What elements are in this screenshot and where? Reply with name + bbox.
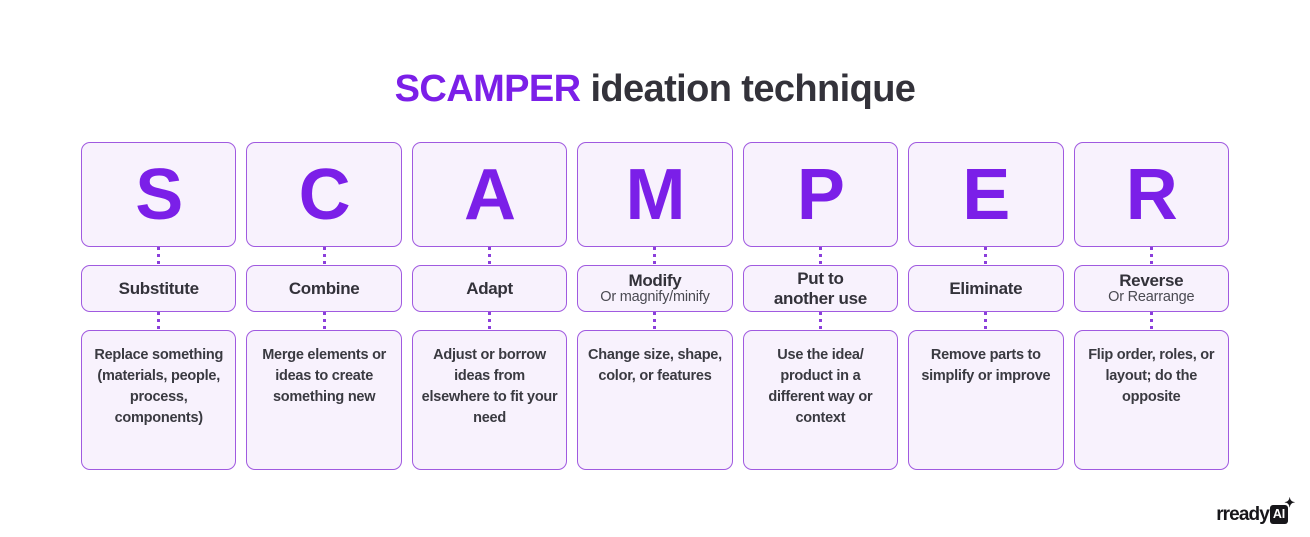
description-card-s[interactable]: Replace something (materials, people, pr… <box>81 330 237 470</box>
label-subtext: Or magnify/minify <box>600 289 710 306</box>
letter-glyph: A <box>464 154 516 235</box>
letter-card-s[interactable]: S <box>81 142 237 247</box>
connector-dotted-icon <box>1074 247 1229 265</box>
label-text: Reverse <box>1119 271 1184 291</box>
scamper-column-r: R Reverse Or Rearrange Flip order, roles… <box>1073 142 1229 470</box>
label-card-p[interactable]: Put to another use <box>742 265 899 312</box>
connector-dotted-icon <box>412 312 567 330</box>
connector-dotted-icon <box>908 312 1063 330</box>
letter-card-p[interactable]: P <box>742 142 899 247</box>
scamper-column-p: P Put to another use Use the idea/ produ… <box>742 142 899 470</box>
label-text: Combine <box>288 278 360 298</box>
label-card-c[interactable]: Combine <box>246 265 402 312</box>
description-card-p[interactable]: Use the idea/ product in a different way… <box>742 330 899 470</box>
connector-dotted-icon <box>1074 312 1229 330</box>
letter-card-m[interactable]: M <box>577 142 733 247</box>
page-title: SCAMPER ideation technique <box>0 70 1310 108</box>
connector-dotted-icon <box>743 312 898 330</box>
logo-ai-text: AI <box>1272 507 1285 521</box>
scamper-column-c: C Combine Merge elements or ideas to cre… <box>246 142 402 470</box>
letter-glyph: R <box>1125 154 1178 235</box>
description-card-a[interactable]: Adjust or borrow ideas from elsewhere to… <box>411 330 568 470</box>
connector-dotted-icon <box>908 247 1063 265</box>
letter-glyph: C <box>298 154 351 235</box>
scamper-column-s: S Substitute Replace something (material… <box>81 142 237 470</box>
letter-glyph: P <box>796 154 845 235</box>
description-card-c[interactable]: Merge elements or ideas to create someth… <box>246 330 402 470</box>
letter-glyph: E <box>962 154 1010 235</box>
description-card-r[interactable]: Flip order, roles, or layout; do the opp… <box>1073 330 1229 470</box>
connector-dotted-icon <box>743 247 898 265</box>
label-text: Put to another use <box>773 269 867 308</box>
scamper-columns: S Substitute Replace something (material… <box>81 142 1229 470</box>
scamper-column-e: E Eliminate Remove parts to simplify or … <box>908 142 1064 470</box>
letter-glyph: S <box>135 154 183 235</box>
connector-dotted-icon <box>577 312 732 330</box>
label-text: Substitute <box>118 278 199 298</box>
label-card-m[interactable]: Modify Or magnify/minify <box>577 265 733 312</box>
label-text: Eliminate <box>949 278 1023 298</box>
logo-ai-badge: AI ✦ <box>1269 496 1295 524</box>
logo-wordmark: rready <box>1216 504 1270 525</box>
letter-card-c[interactable]: C <box>246 142 402 247</box>
connector-dotted-icon <box>577 247 732 265</box>
description-card-m[interactable]: Change size, shape, color, or features <box>577 330 733 470</box>
scamper-column-a: A Adapt Adjust or borrow ideas from else… <box>411 142 568 470</box>
connector-dotted-icon <box>81 312 236 330</box>
label-text: Modify <box>628 271 682 291</box>
connector-dotted-icon <box>246 312 401 330</box>
letter-card-a[interactable]: A <box>411 142 568 247</box>
connector-dotted-icon <box>412 247 567 265</box>
title-rest: ideation technique <box>580 68 916 110</box>
letter-glyph: M <box>625 154 685 235</box>
letter-card-r[interactable]: R <box>1073 142 1229 247</box>
rready-ai-logo: rready AI ✦ <box>1216 496 1295 525</box>
connector-dotted-icon <box>246 247 401 265</box>
description-card-e[interactable]: Remove parts to simplify or improve <box>908 330 1064 470</box>
letter-card-e[interactable]: E <box>908 142 1064 247</box>
connector-dotted-icon <box>81 247 236 265</box>
title-acronym: SCAMPER <box>394 68 581 110</box>
sparkle-icon: ✦ <box>1284 495 1295 510</box>
label-card-a[interactable]: Adapt <box>411 265 568 312</box>
label-card-e[interactable]: Eliminate <box>908 265 1064 312</box>
label-text: Adapt <box>466 278 513 298</box>
label-card-r[interactable]: Reverse Or Rearrange <box>1073 265 1229 312</box>
scamper-column-m: M Modify Or magnify/minify Change size, … <box>577 142 733 470</box>
label-card-s[interactable]: Substitute <box>81 265 237 312</box>
label-subtext: Or Rearrange <box>1108 289 1195 306</box>
